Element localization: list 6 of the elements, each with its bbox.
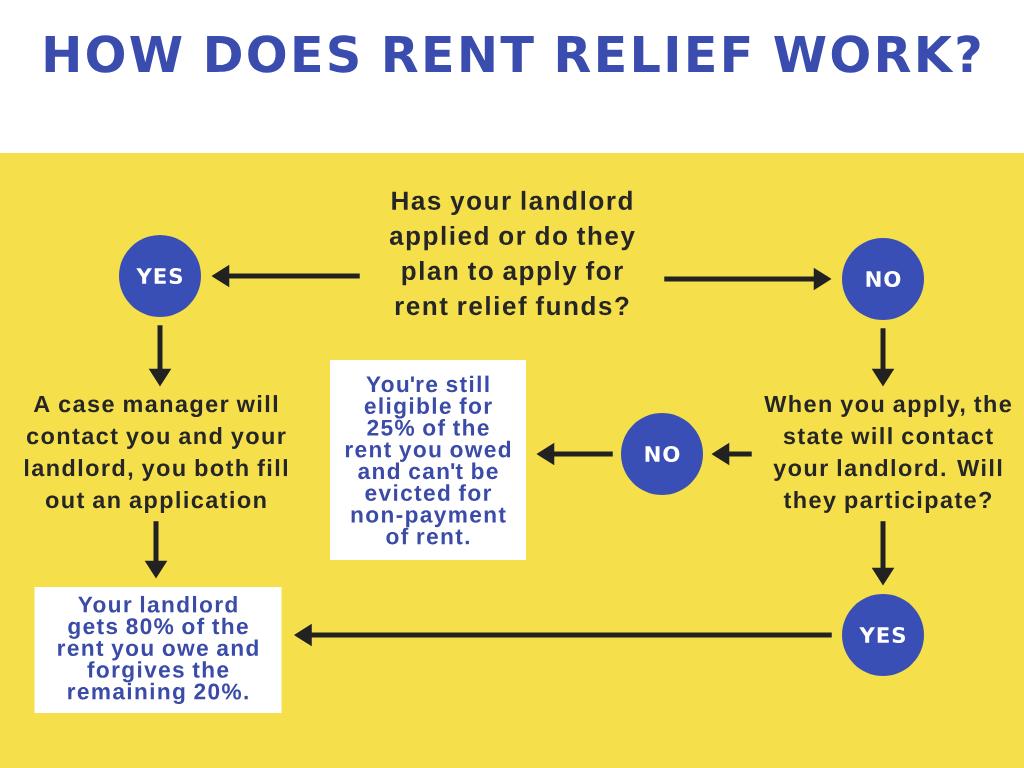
question-text: A case manager will contact you and your landlord, you both fill out an application xyxy=(25,395,287,513)
title: HOW DOES RENT RELIEF WORK? xyxy=(45,35,980,73)
question-text: When you apply, the state will contact your landlord. Will they participate? xyxy=(764,395,1011,513)
result-box: You're still eligible for 25% of the rent you owed and can't be evicted for non-payment of rent. xyxy=(330,360,526,560)
result-box: Your landlord gets 80% of the rent you owe and forgives the remaining 20%. xyxy=(34,587,282,713)
question-text: Has your landlord applied or do they plan to apply for rent relief funds? xyxy=(389,190,635,316)
